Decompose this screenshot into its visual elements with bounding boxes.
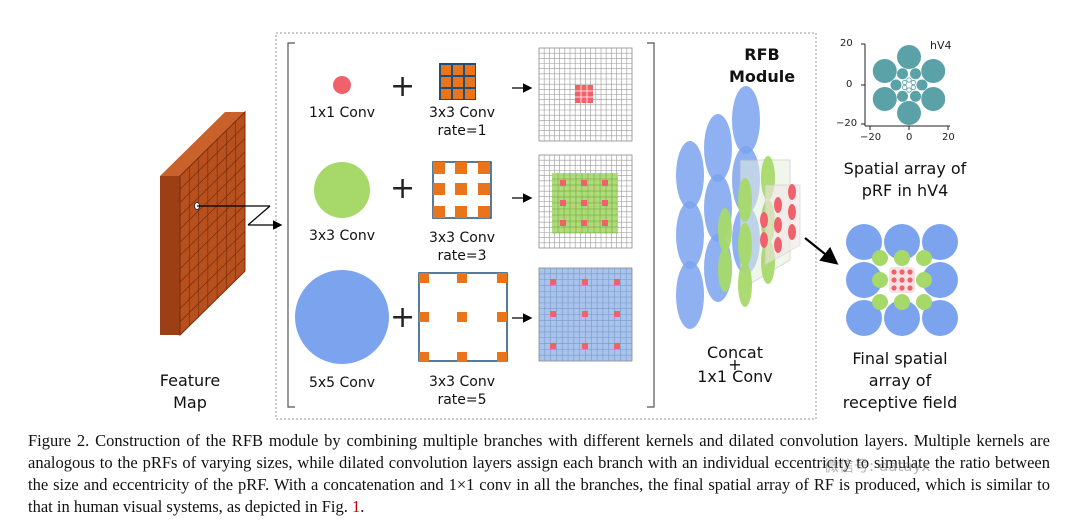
branch3-dilated-label: 3x3 Conv rate=5 xyxy=(428,374,496,408)
branch2-kernel-label: 3x3 Conv xyxy=(308,228,376,244)
x-tick-mid: 0 xyxy=(906,132,913,143)
spatial-array-label: Spatial array of pRF in hV4 xyxy=(843,159,967,200)
feature-map xyxy=(160,110,246,337)
rf-grid-rate1 xyxy=(538,47,633,142)
dilated-kernel-rate5 xyxy=(418,272,508,362)
kernel-5x5-circle xyxy=(295,270,389,364)
final-receptive-field xyxy=(846,224,958,336)
right-bracket xyxy=(647,42,655,408)
x-tick-left: −20 xyxy=(860,132,882,143)
dilated-kernel-rate3 xyxy=(432,161,492,219)
watermark: 微信号: datayx xyxy=(824,457,931,475)
x-tick-right: 20 xyxy=(942,132,955,143)
branch3-kernel-label: 5x5 Conv xyxy=(308,375,376,391)
dilated-kernel-rate1 xyxy=(439,63,476,100)
y-tick-bottom: −20 xyxy=(836,118,858,129)
rf-grid-rate3 xyxy=(538,154,633,249)
kernel-3x3-circle xyxy=(314,162,370,218)
caption-text: Figure 2. Construction of the RFB module… xyxy=(28,431,1050,516)
y-tick-mid: 0 xyxy=(846,79,853,90)
figure-reference-link[interactable]: 1 xyxy=(352,497,361,516)
concat-stack xyxy=(676,86,801,329)
plus-sign-2: + xyxy=(390,171,416,206)
branch1-dilated-label: 3x3 Conv rate=1 xyxy=(428,105,496,139)
rfb-figure: RFB Module Feature Map 1x1 Conv 3x3 Conv… xyxy=(159,32,967,420)
y-tick-top: 20 xyxy=(840,38,853,49)
rfb-diagram xyxy=(160,32,958,420)
branch1-kernel-label: 1x1 Conv xyxy=(308,105,376,121)
hv4-plot xyxy=(861,43,950,130)
hv4-label: hV4 xyxy=(930,39,952,52)
figure-caption: Figure 2. Construction of the RFB module… xyxy=(28,430,1050,518)
concat-label: Concat + 1x1 Conv xyxy=(697,343,773,386)
final-array-label: Final spatial array of receptive field xyxy=(842,349,958,412)
kernel-1x1-circle xyxy=(333,76,351,94)
branch2-dilated-label: 3x3 Conv rate=3 xyxy=(428,230,496,264)
module-frame xyxy=(275,32,817,420)
caption-end: . xyxy=(360,497,365,516)
rfb-module-title: RFB Module xyxy=(728,45,796,86)
plus-sign-3: + xyxy=(390,300,416,335)
left-bracket xyxy=(287,42,295,408)
rf-grid-rate5 xyxy=(538,267,633,362)
feature-map-label: Feature Map xyxy=(159,371,221,412)
plus-sign-1: + xyxy=(390,69,416,104)
